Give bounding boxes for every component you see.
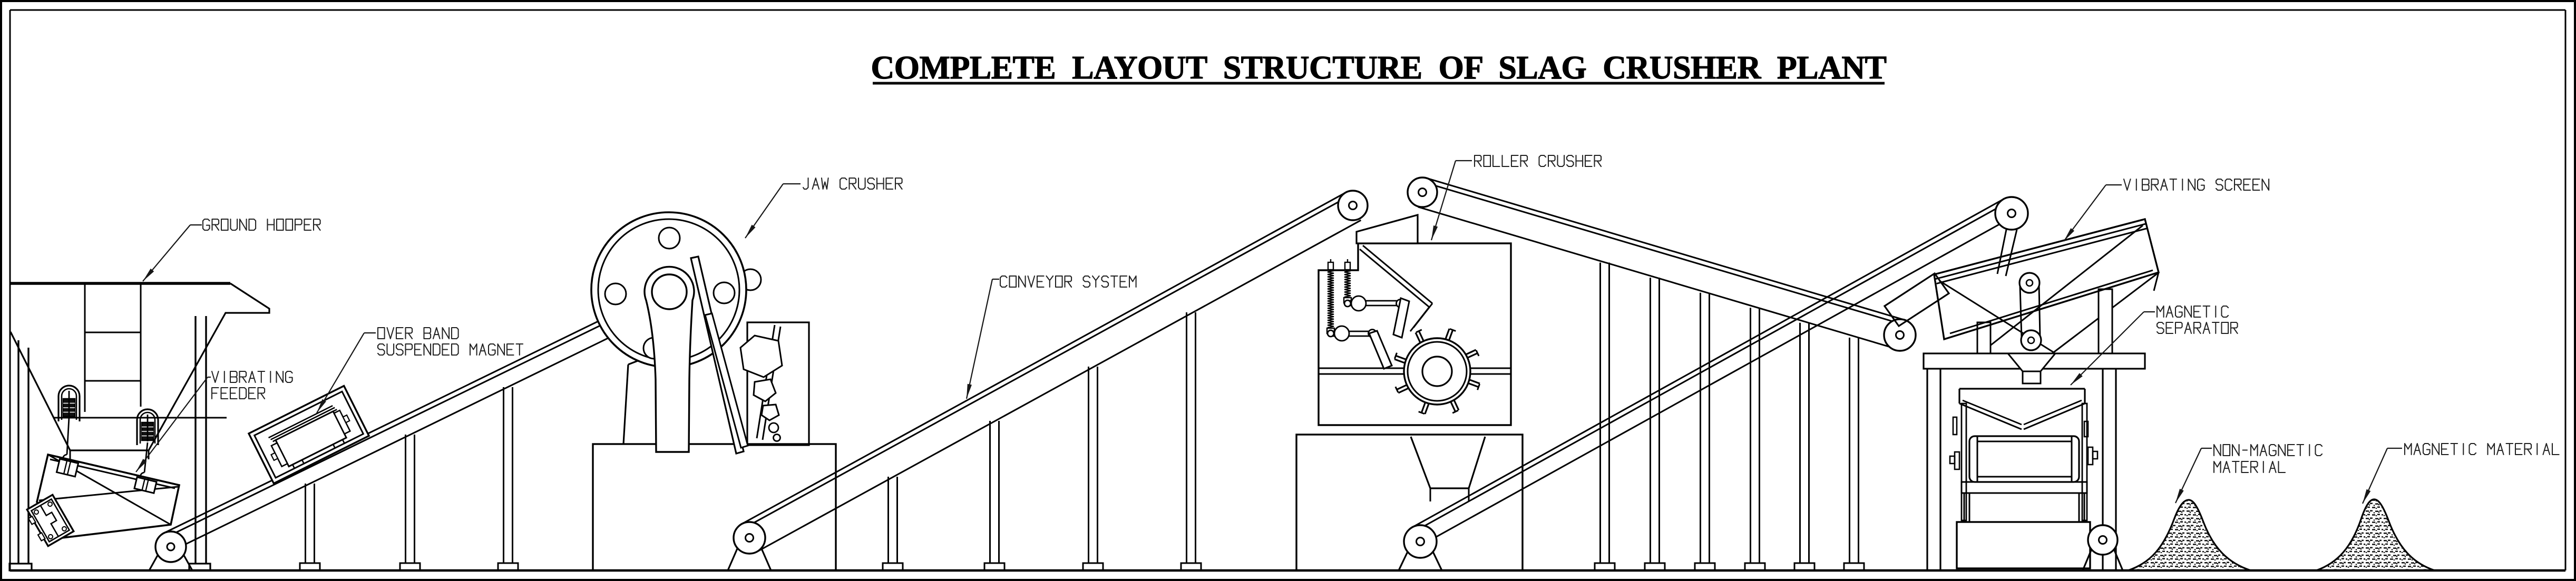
svg-text:COMPLETE LAYOUT STRUCTURE OF S: COMPLETE LAYOUT STRUCTURE OF SLAG CRUSHE… (871, 50, 1886, 86)
